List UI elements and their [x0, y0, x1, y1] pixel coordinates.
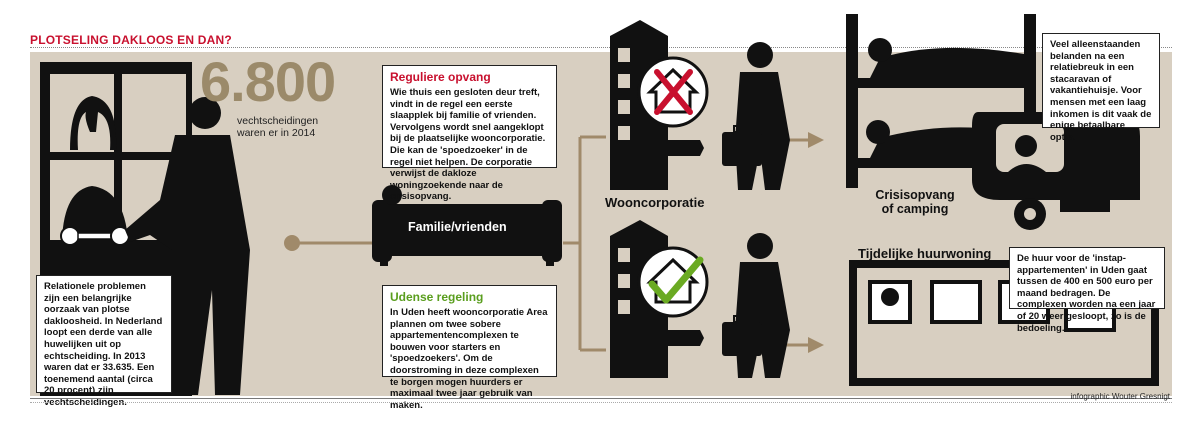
suitcase-icon — [722, 315, 762, 356]
pointing-hand-icon — [640, 140, 704, 168]
title-rule — [30, 47, 1172, 48]
corporation-label: Wooncorporatie — [605, 195, 705, 210]
stat-number: 6.800 — [200, 50, 336, 113]
family-label: Familie/vrienden — [408, 220, 507, 234]
left-info-text: Relationele problemen zijn een belangrij… — [44, 281, 163, 408]
crisis-label-line2: of camping — [881, 201, 949, 216]
bottom-dotted-rule — [30, 402, 1172, 403]
caravan-info-box: Veel alleenstaanden belanden na een rela… — [1042, 33, 1160, 143]
man-icon — [735, 42, 790, 190]
credit-text: infographic Wouter Gresnigt — [1070, 392, 1170, 401]
key-icon — [60, 226, 130, 246]
man-icon — [735, 233, 790, 378]
man-icon — [125, 97, 250, 395]
house-icon — [646, 67, 700, 114]
regular-shelter-title: Reguliere opvang — [390, 70, 491, 84]
arrow-icon — [808, 337, 824, 353]
crisis-label-line1: Crisisopvang — [875, 188, 955, 202]
pointing-hand-icon — [640, 330, 704, 358]
bottom-rule — [30, 398, 1172, 399]
uden-scheme-text: In Uden heeft wooncorporatie Area planne… — [390, 307, 548, 411]
page-title: PLOTSELING DAKLOOS EN DAN? — [30, 33, 232, 47]
caravan-icon — [972, 112, 1140, 230]
uden-scheme-box: Udense regeling In Uden heeft wooncorpor… — [382, 285, 557, 411]
crisis-label: Crisisopvang of camping — [870, 188, 960, 217]
rent-info-text: De huur voor de 'instap-appartementen' i… — [1017, 253, 1156, 334]
regular-shelter-text: Wie thuis een gesloten deur treft, vindt… — [390, 87, 546, 203]
stat-caption-line1: vechtscheidingen — [237, 115, 319, 127]
cross-icon — [654, 69, 693, 115]
regular-shelter-box: Reguliere opvang Wie thuis een gesloten … — [382, 65, 557, 202]
suitcase-icon — [722, 125, 762, 166]
check-icon — [648, 256, 704, 304]
sofa-icon — [372, 185, 562, 266]
arrow-icon — [808, 132, 824, 148]
caravan-info-text: Veel alleenstaanden belanden na een rela… — [1050, 39, 1152, 143]
stat-caption-line2: waren er in 2014 — [237, 127, 316, 139]
uden-scheme-title: Udense regeling — [390, 290, 484, 304]
flow-start-dot — [284, 235, 300, 251]
left-info-box: Relationele problemen zijn een belangrij… — [36, 275, 172, 408]
temporary-housing-label: Tijdelijke huurwoning — [858, 246, 992, 261]
rent-info-box: De huur voor de 'instap-appartementen' i… — [1009, 247, 1165, 334]
